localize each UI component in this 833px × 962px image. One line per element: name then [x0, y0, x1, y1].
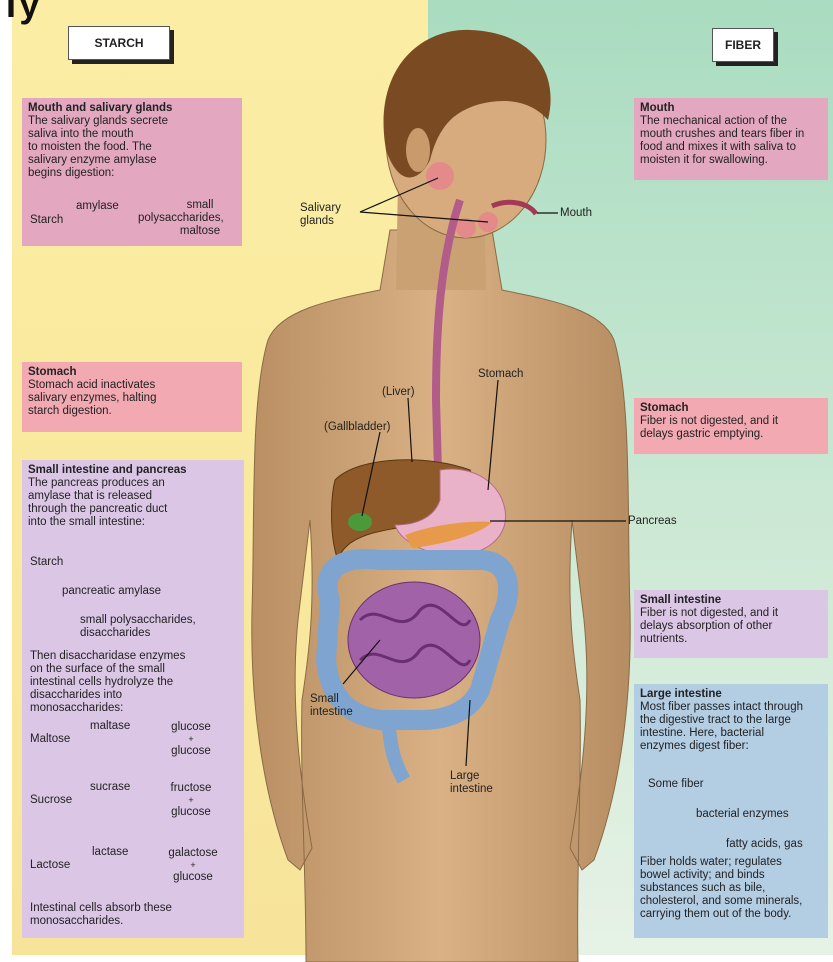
fiber-si-line-1: Fiber is not digested, and it — [640, 607, 822, 620]
fiber-li-text2-4: cholesterol, and some minerals, — [640, 895, 802, 908]
fiber-mouth-title: Mouth — [640, 102, 822, 115]
starch-si-title: Small intestine and pancreas — [28, 464, 238, 477]
fiber-si-line-3: nutrients. — [640, 633, 822, 646]
reaction-sucrose-enzyme: sucrase — [90, 781, 130, 794]
fiber-li-text2-3: substances such as bile, — [640, 882, 765, 895]
fiber-mouth-line-3: food and mixes it with saliva to — [640, 141, 822, 154]
reaction-lactose-enzyme: lactase — [92, 846, 128, 859]
reaction-maltose-enzyme: maltase — [90, 720, 130, 733]
fiber-stomach-box: Stomach Fiber is not digested, and it de… — [634, 398, 828, 454]
starch-si-line-3: through the pancreatic duct — [28, 503, 238, 516]
fiber-si-line-2: delays absorption of other — [640, 620, 822, 633]
eq-starch-from: Starch — [30, 214, 63, 227]
starch-si-line-2: amylase that is released — [28, 490, 238, 503]
fiber-flow-enzyme: bacterial enzymes — [696, 808, 789, 821]
reaction-lactose-from: Lactose — [30, 859, 70, 872]
fiber-li-title: Large intestine — [640, 688, 822, 701]
fiber-si-title: Small intestine — [640, 594, 822, 607]
fiber-mouth-line-4: moisten it for swallowing. — [640, 154, 822, 167]
fiber-li-line-2: the digestive tract to the large — [640, 714, 822, 727]
label-mouth: Mouth — [560, 207, 592, 220]
label-salivary-1: Salivary — [300, 202, 341, 215]
starch-si-text2-3: intestinal cells hydrolyze the — [30, 676, 173, 689]
starch-si-text2-1: Then disaccharidase enzymes — [30, 650, 185, 663]
label-large-intestine-2: intestine — [450, 783, 493, 796]
label-salivary-2: glands — [300, 215, 334, 228]
fiber-mouth-box: Mouth The mechanical action of the mouth… — [634, 98, 828, 180]
label-small-intestine-1: Small — [310, 693, 339, 706]
fiber-stomach-line-1: Fiber is not digested, and it — [640, 415, 822, 428]
starch-si-line-4: into the small intestine: — [28, 516, 238, 529]
starch-si-text2-5: monosaccharides: — [30, 702, 123, 715]
eq-amylase-enzyme: amylase — [76, 200, 119, 213]
starch-mouth-line-2: saliva into the mouth — [28, 128, 236, 141]
starch-stomach-box: Stomach Stomach acid inactivates salivar… — [22, 362, 242, 432]
eq-amylase-product-1: small — [178, 199, 222, 212]
starch-header: STARCH — [68, 26, 170, 60]
fiber-flow-to: fatty acids, gas — [726, 838, 803, 851]
reaction-lactose-bottom: glucose — [162, 871, 224, 884]
fiber-li-line-1: Most fiber passes intact through — [640, 701, 822, 714]
label-liver: (Liver) — [382, 386, 415, 399]
label-pancreas: Pancreas — [628, 515, 677, 528]
starch-si-text2-4: disaccharides into — [30, 689, 122, 702]
ear — [406, 128, 430, 172]
starch-si-text3-1: Intestinal cells absorb these — [30, 902, 172, 915]
label-large-intestine-1: Large — [450, 770, 479, 783]
flow-product-2: disaccharides — [80, 627, 150, 640]
starch-mouth-line-5: begins digestion: — [28, 167, 236, 180]
starch-stomach-title: Stomach — [28, 366, 236, 379]
fiber-small-intestine-box: Small intestine Fiber is not digested, a… — [634, 590, 828, 658]
starch-mouth-line-1: The salivary glands secrete — [28, 115, 236, 128]
starch-stomach-line-3: starch digestion. — [28, 405, 236, 418]
fiber-stomach-title: Stomach — [640, 402, 822, 415]
eq-amylase-product-3: maltose — [178, 225, 222, 238]
fiber-mouth-line-1: The mechanical action of the — [640, 115, 822, 128]
fiber-li-line-3: intestine. Here, bacterial — [640, 727, 822, 740]
starch-mouth-line-3: to moisten the food. The — [28, 141, 236, 154]
starch-mouth-line-4: salivary enzyme amylase — [28, 154, 236, 167]
fiber-li-text2-2: bowel activity; and binds — [640, 869, 765, 882]
flow-pancreatic-amylase: pancreatic amylase — [62, 585, 161, 598]
label-gallbladder: (Gallbladder) — [324, 421, 390, 434]
starch-si-text2-2: on the surface of the small — [30, 663, 165, 676]
label-small-intestine-2: intestine — [310, 706, 353, 719]
fiber-mouth-line-2: mouth crushes and tears fiber in — [640, 128, 822, 141]
starch-stomach-line-1: Stomach acid inactivates — [28, 379, 236, 392]
reaction-maltose-bottom: glucose — [162, 745, 220, 758]
fiber-header: FIBER — [712, 28, 774, 62]
fiber-stomach-line-2: delays gastric emptying. — [640, 428, 822, 441]
fiber-li-line-4: enzymes digest fiber: — [640, 740, 822, 753]
starch-stomach-line-2: salivary enzymes, halting — [28, 392, 236, 405]
flow-product-1: small polysaccharides, — [80, 614, 196, 627]
label-stomach: Stomach — [478, 368, 523, 381]
fiber-li-text2-1: Fiber holds water; regulates — [640, 856, 782, 869]
starch-si-text3-2: monosaccharides. — [30, 915, 123, 928]
fiber-flow-from: Some fiber — [648, 778, 704, 791]
fiber-li-text2-5: carrying them out of the body. — [640, 908, 791, 921]
reaction-sucrose-bottom: glucose — [162, 806, 220, 819]
starch-si-line-1: The pancreas produces an — [28, 477, 238, 490]
small-intestine — [348, 582, 480, 698]
reaction-maltose-from: Maltose — [30, 733, 70, 746]
starch-mouth-title: Mouth and salivary glands — [28, 102, 236, 115]
flow-starch: Starch — [30, 556, 63, 569]
reaction-sucrose-from: Sucrose — [30, 794, 72, 807]
eq-amylase-product-2: polysaccharides, — [138, 212, 224, 225]
